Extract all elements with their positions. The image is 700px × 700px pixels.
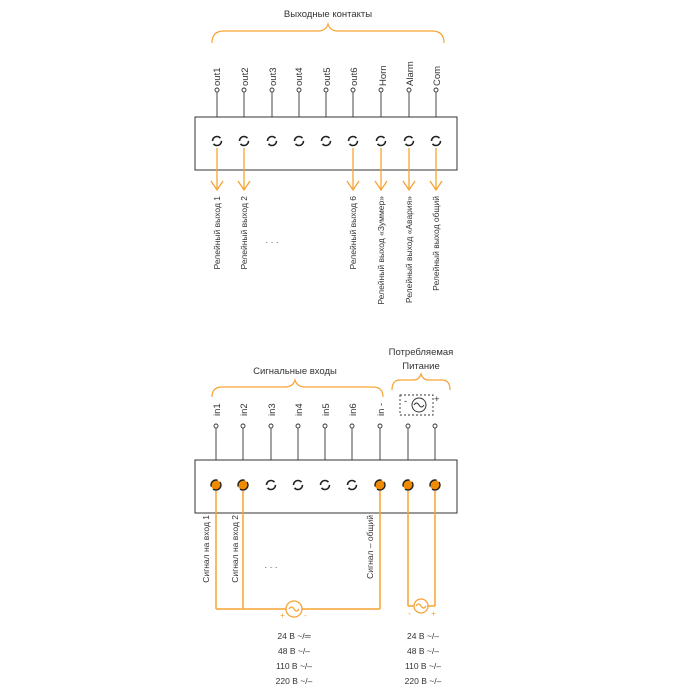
- signal-source-plus: +: [280, 610, 285, 620]
- output-arrows: [210, 148, 443, 192]
- signal-inputs-group: Сигнальные входы Потребляемая Питание in…: [194, 347, 458, 686]
- power-voltage-24: 24 В ~/–: [407, 631, 439, 641]
- signal-source-minus: -: [304, 610, 307, 620]
- terminal-label-in2: in2: [239, 403, 250, 416]
- terminal-leads-top: [214, 87, 439, 117]
- output-ellipsis: · · ·: [265, 237, 278, 247]
- signal-voltage-220: 220 В ~/–: [276, 676, 313, 686]
- signal-label-in2: Сигнал на вход 2: [230, 515, 240, 583]
- terminal-label-out3: out3: [268, 68, 279, 87]
- screw-terminals-top: [211, 135, 442, 147]
- terminal-label-in4: in4: [294, 403, 305, 416]
- signal-label-in1: Сигнал на вход 1: [201, 515, 211, 583]
- terminal-label-in1: in1: [212, 403, 223, 416]
- screw-terminals-bottom-open: [265, 479, 358, 491]
- signal-inputs-title: Сигнальные входы: [253, 366, 337, 377]
- output-label-2: Релейный выход 2: [239, 196, 249, 270]
- terminal-label-out6: out6: [349, 68, 360, 87]
- terminal-label-out1: out1: [212, 68, 223, 87]
- terminal-label-in6: in6: [348, 403, 359, 416]
- signal-voltage-110: 110 В ~/–: [276, 661, 312, 671]
- signal-source-icon: [285, 600, 303, 618]
- terminal-label-in-common: in -: [376, 403, 387, 416]
- power-voltage-48: 48 В ~/–: [407, 646, 439, 656]
- terminal-label-com: Com: [432, 66, 443, 86]
- power-wiring: [407, 491, 436, 607]
- power-brace: [391, 372, 451, 391]
- terminal-label-out4: out4: [294, 68, 305, 87]
- signal-inputs-brace: [211, 377, 384, 398]
- power-plus-sign: +: [434, 394, 440, 405]
- power-title-line2: Питание: [402, 361, 440, 372]
- power-voltage-110: 110 В ~/–: [405, 661, 441, 671]
- power-minus-sign: -: [404, 396, 407, 407]
- power-title-line1: Потребляемая: [389, 347, 454, 358]
- terminal-label-alarm: Alarm: [405, 61, 416, 86]
- output-label-6: Релейный выход 6: [348, 196, 358, 270]
- output-label-com: Релейный выход общий: [431, 196, 441, 291]
- power-voltage-220: 220 В ~/–: [405, 676, 442, 686]
- output-contacts-group: Выходные контакты out1 out2 out3 out4 ou…: [194, 9, 458, 305]
- terminal-label-in3: in3: [267, 403, 278, 416]
- output-contacts-brace: [211, 21, 445, 44]
- output-label-horn: Релейный выход «Зуммер»: [376, 196, 386, 305]
- terminal-label-in5: in5: [321, 403, 332, 416]
- terminal-label-out5: out5: [322, 68, 333, 87]
- power-source-minus: -: [408, 608, 411, 618]
- signal-ellipsis: · · ·: [264, 562, 277, 572]
- terminal-label-out2: out2: [240, 68, 251, 87]
- terminal-leads-bottom: [213, 423, 438, 460]
- signal-voltage-48: 48 В ~/–: [278, 646, 310, 656]
- screw-terminals-bottom-connected: [210, 479, 441, 491]
- signal-voltage-24: 24 В ~/═: [277, 631, 311, 641]
- output-label-alarm: Релейный выход «Авария»: [404, 196, 414, 303]
- power-supply-icon: [399, 394, 434, 416]
- signal-label-common: Сигнал – общий: [365, 515, 375, 579]
- output-label-1: Релейный выход 1: [212, 196, 222, 270]
- terminal-label-horn: Horn: [378, 65, 389, 86]
- power-source-plus: +: [431, 608, 436, 618]
- signal-wiring: [215, 491, 381, 610]
- output-contacts-title: Выходные контакты: [284, 9, 372, 20]
- power-source-icon: [413, 598, 429, 614]
